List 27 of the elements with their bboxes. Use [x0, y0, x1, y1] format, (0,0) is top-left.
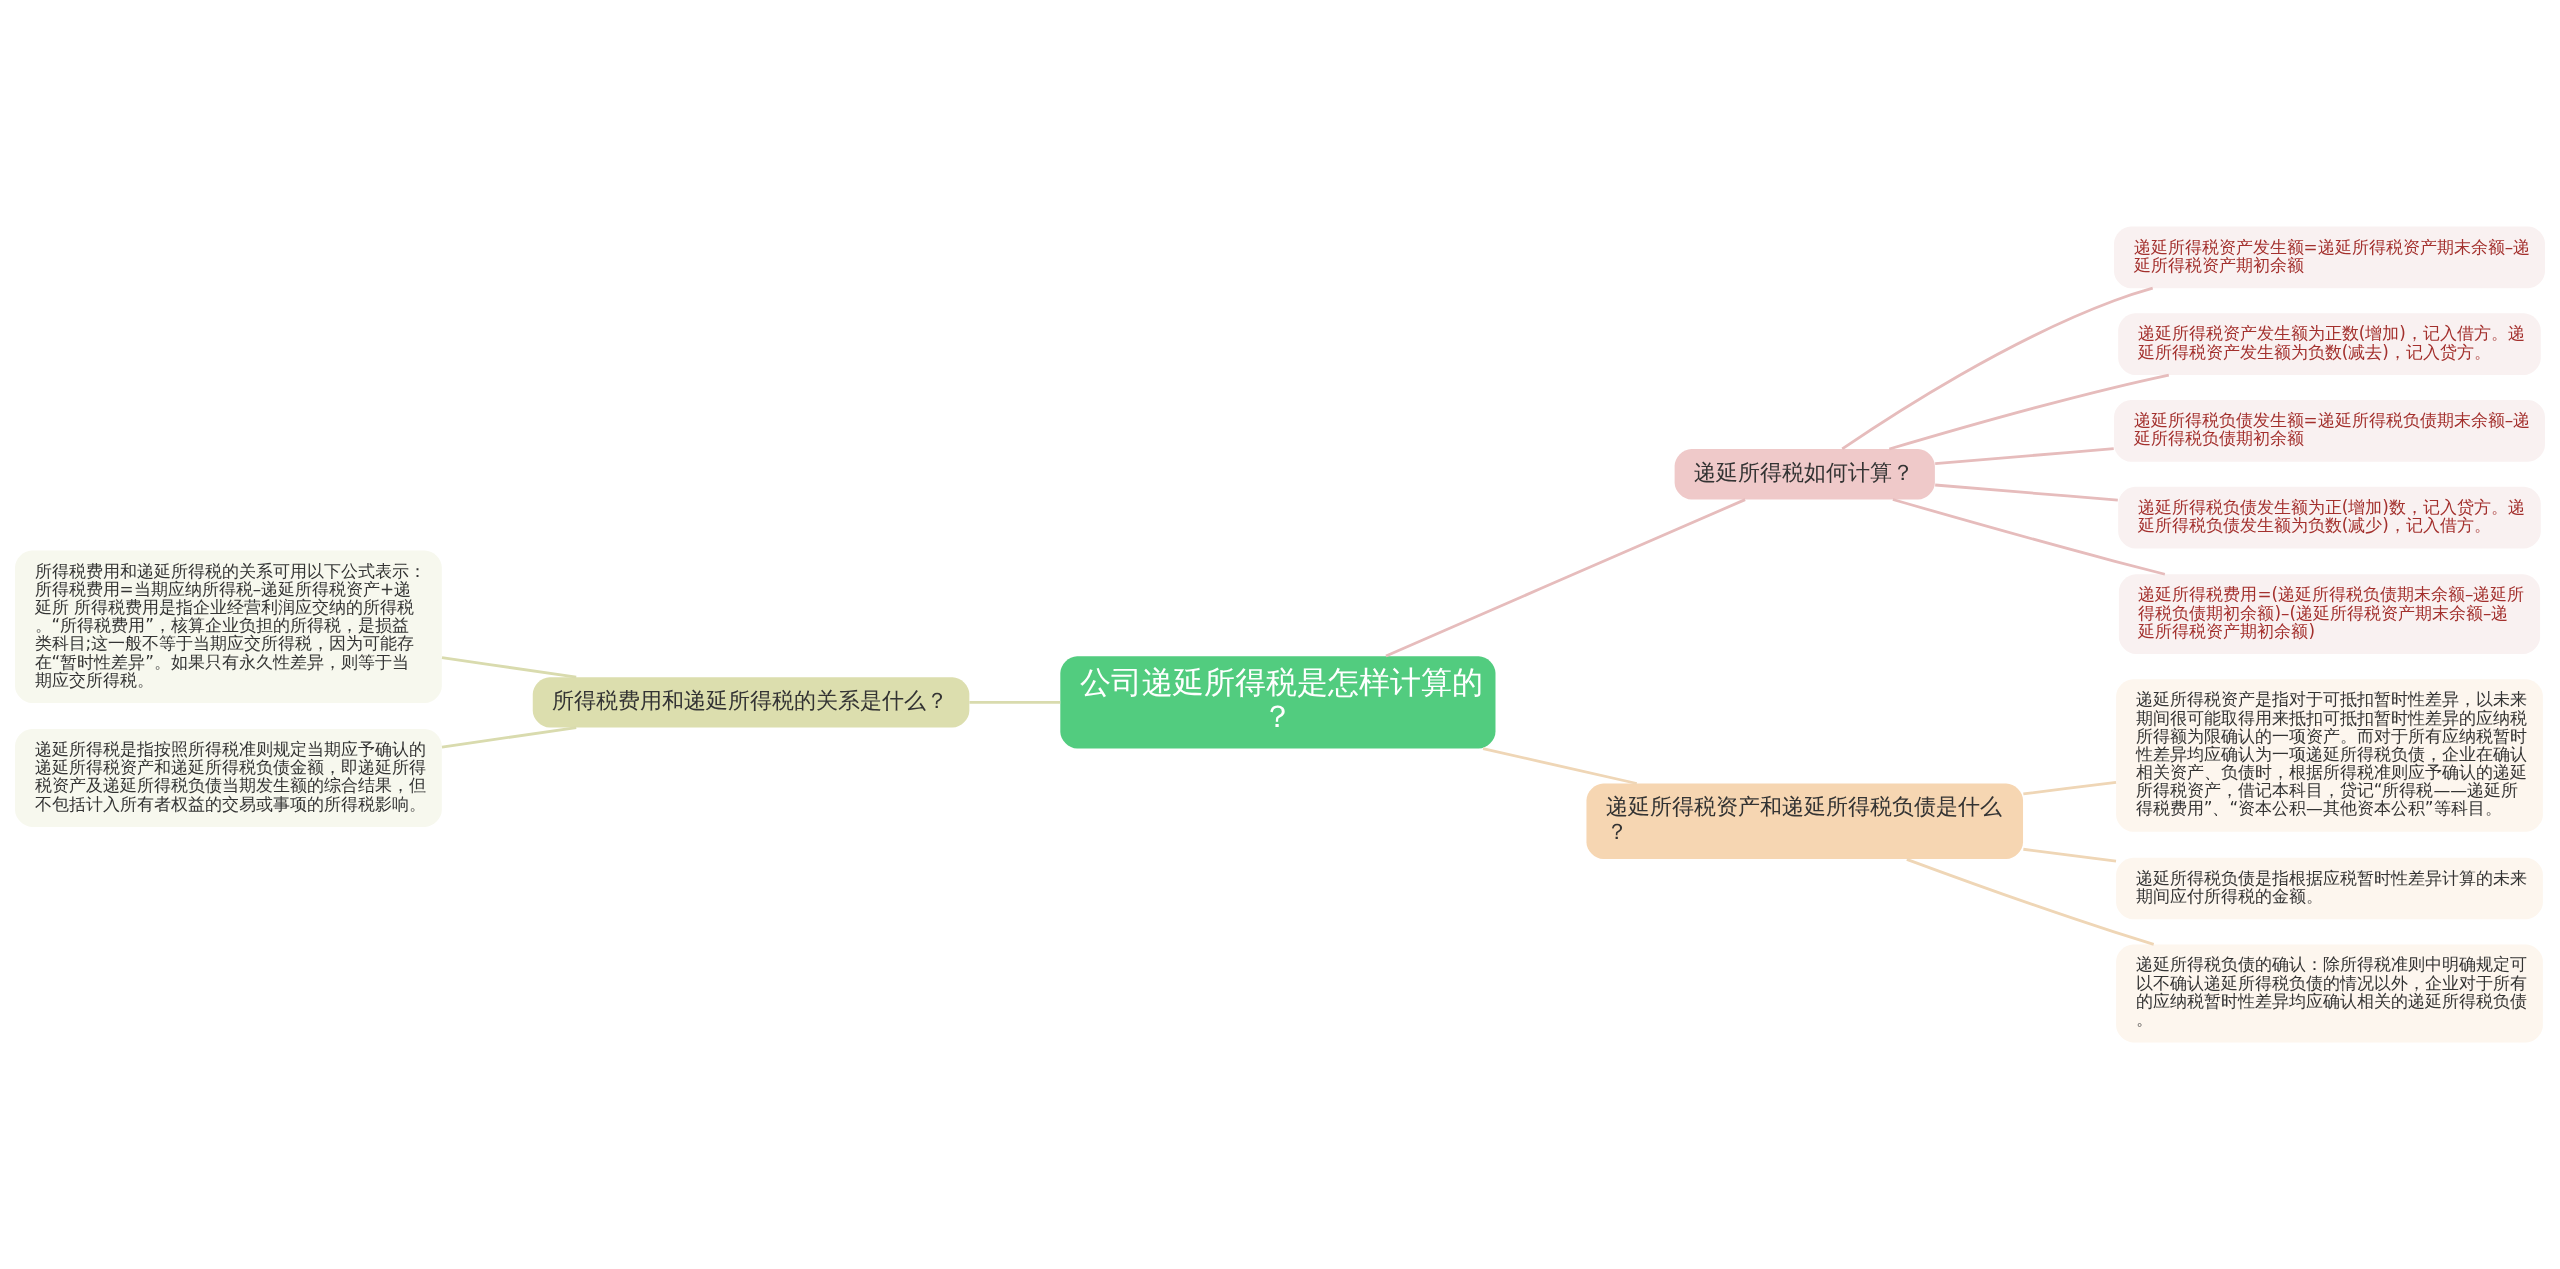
connector: [1841, 286, 2154, 451]
connector: [1935, 483, 2118, 502]
connector: [1906, 858, 2155, 946]
connector: [1888, 373, 2170, 451]
node-box: 递延所得税负债发生额=递延所得税负债期末余额–递延所得税负债期初余额: [2114, 400, 2545, 462]
node-box: 递延所得税负债发生额为正(增加)数，记入贷方。递延所得税负债发生额为负数(减少)，记入借方。: [2118, 486, 2541, 549]
node-box: 递延所得税资产是指对于可抵扣暂时性差异，以未来期间很可能取得用来抵扣可抵扣暂时性差异的应纳税所得额为限确认的一项资产。而对于所有应纳税暂时性差异均应确认为一项递延所得税负债，企业在确认相关资产、负债时，根据所得税准则应予确认的递延所得税资产，借记本科目，贷记“所得税——递延所得税费用”、“资本公积—其他资本公积”等科目。: [2116, 679, 2543, 832]
connector: [1935, 447, 2114, 465]
connector: [1892, 498, 2166, 576]
node-box: 递延所得税负债是指根据应税暂时性差异计算的未来期间应付所得税的金额。: [2116, 857, 2543, 920]
node-box: 所得税费用和递延所得税的关系是什么？: [532, 677, 970, 728]
connector: [2023, 847, 2117, 863]
connector: [969, 700, 1061, 704]
node-box: 递延所得税资产和递延所得税负债是什么？: [1586, 783, 2024, 860]
node-box: 递延所得税如何计算？: [1674, 449, 1935, 500]
connector: [441, 656, 577, 679]
connector: [441, 726, 577, 749]
node-box: 递延所得税资产发生额=递延所得税资产期末余额–递延所得税资产期初余额: [2114, 226, 2545, 289]
connector: [2023, 780, 2117, 796]
node-box: 递延所得税资产发生额为正数(增加)，记入借方。递延所得税资产发生额为负数(减去)，记入贷方。: [2118, 313, 2541, 375]
node-box: 递延所得税是指按照所得税准则规定当期应予确认的递延所得税资产和递延所得税负债金额，即递延所得税资产及递延所得税负债当期发生额的综合结果，但不包括计入所有者权益的交易或事项的所得税影响。: [15, 728, 442, 827]
node-box: 递延所得税费用=(递延所得税负债期末余额–递延所得税负债期初余额)–(递延所得税资产期末余额–递延所得税资产期初余额): [2118, 574, 2541, 655]
node-box: 所得税费用和递延所得税的关系可用以下公式表示：所得税费用=当期应纳所得税–递延所得税资产+递延所 所得税费用是指企业经营利润应交纳的所得税。“所得税费用”，核算企业负担的所得税，是损益类科目;这一般不等于当期应交所得税，因为可能存在“暂时性差异”。如果只有永久性差异，则等于当期应交所得税。: [15, 550, 442, 704]
node-box: 公司递延所得税是怎样计算的？: [1060, 656, 1496, 749]
connector: [1482, 747, 1638, 785]
node-box: 递延所得税负债的确认：除所得税准则中明确规定可以不确认递延所得税负债的情况以外，企业对于所有的应纳税暂时性差异均应确认相关的递延所得税负债。: [2116, 944, 2543, 1043]
connector: [1385, 498, 1746, 658]
